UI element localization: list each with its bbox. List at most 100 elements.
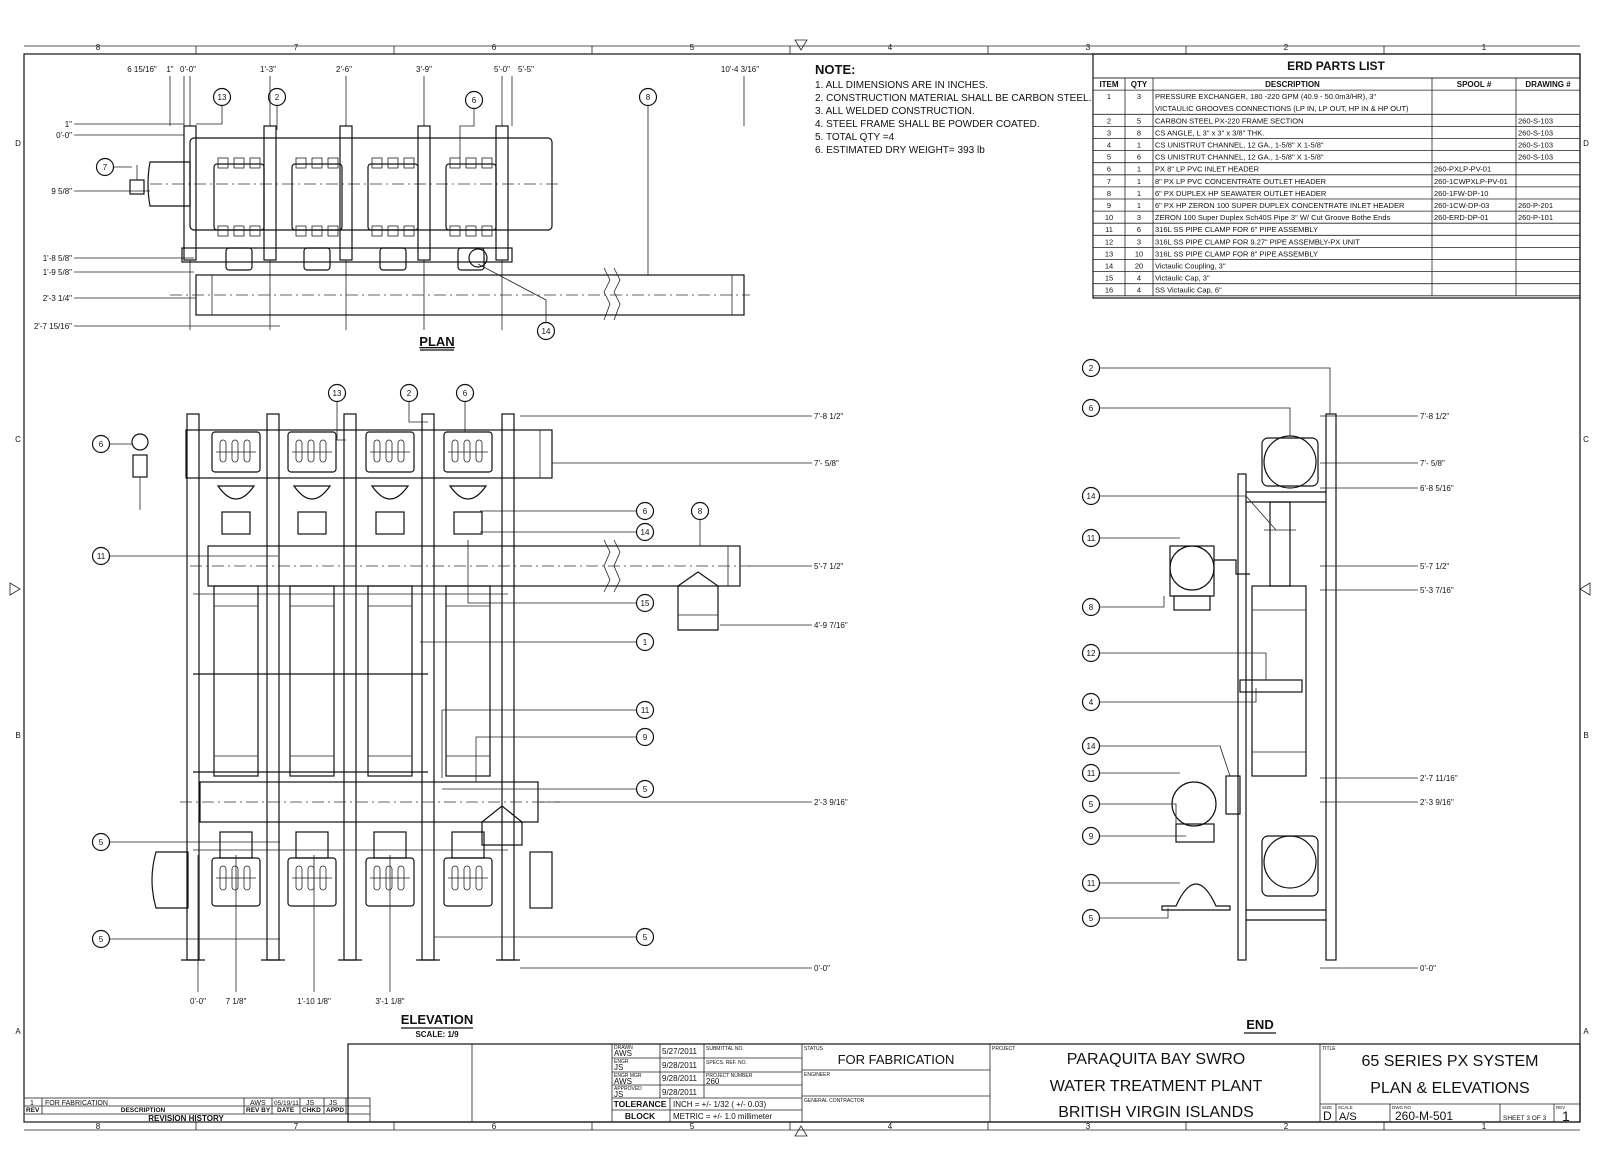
parts-item: 16 (1105, 286, 1113, 295)
end-leader (1100, 688, 1257, 703)
elev-frame-post (186, 413, 200, 961)
tolerance-inch: INCH = +/- 1/32 ( +/- 0.03) (673, 1100, 766, 1109)
end-leader (1100, 407, 1291, 436)
revision-history-title: REVISION HISTORY (148, 1114, 224, 1123)
elev-top-header (185, 429, 553, 479)
elev-right-balloon-5: 5 (643, 785, 648, 794)
engr-mgr-by: AWS (614, 1077, 632, 1086)
end-balloon-6: 6 (1089, 404, 1094, 413)
parts-qty: 6 (1137, 153, 1141, 162)
drawn-date: 5/27/2011 (662, 1047, 698, 1056)
parts-description: 6" PX DUPLEX HP SEAWATER OUTLET HEADER (1155, 189, 1327, 198)
plan-leader (477, 263, 547, 322)
parts-item: 7 (1107, 177, 1111, 186)
end-bottom-header (1263, 835, 1317, 889)
zone-top-6: 6 (492, 43, 497, 52)
plan-leader (459, 109, 475, 158)
elev-clamp-bolt (219, 439, 227, 463)
plan-px-unit (291, 163, 343, 231)
note-4: 4. STEEL FRAME SHALL BE POWDER COATED. (815, 119, 1040, 130)
elev-clamp-bolt (451, 439, 459, 463)
title-block: DRAWN AWS 5/27/2011 ENGR JS 9/28/2011 EN… (347, 1043, 1581, 1124)
elev-px-top-clamp (211, 431, 261, 473)
zone-bottom-2: 2 (1284, 1122, 1289, 1131)
zone-bottom-8: 8 (96, 1122, 101, 1131)
parts-qty: 1 (1137, 165, 1141, 174)
plan-px-coupling (249, 225, 261, 237)
elev-right-dim: 5'-7 1/2" (814, 562, 843, 571)
plan-balloon-6-circle (464, 90, 484, 110)
end-leader (1100, 908, 1169, 919)
plan-top-dim: 3'-9" (416, 65, 432, 74)
plan-balloon-14-circle (536, 321, 556, 341)
elev-right-dim: 0'-0" (814, 964, 830, 973)
parts-description: CARBON STEEL PX-220 FRAME SECTION (1155, 116, 1304, 125)
scale-value: A/S (1339, 1111, 1357, 1123)
parts-drawing: 260-P-101 (1518, 213, 1553, 222)
end-right-dim: 0'-0" (1420, 964, 1436, 973)
elev-px-lower-coupling (373, 831, 407, 859)
plan-balloon-2: 2 (275, 93, 280, 102)
elevation-view: 7'-8 1/2"7'- 5/8"5'-7 1/2"4'-9 7/16"2'-3… (91, 383, 848, 1039)
approved-label: APPROVED (614, 1086, 642, 1092)
submittal-label: SUBMITTAL NO. (706, 1046, 744, 1052)
plan-px-coupling (311, 225, 323, 237)
end-balloon-14-circle (1081, 486, 1101, 506)
elev-top-balloon-13: 13 (333, 389, 342, 398)
plan-left-dim: 9 5/8" (51, 187, 72, 196)
parts-qty: 8 (1137, 128, 1141, 137)
end-balloon-12: 12 (1087, 649, 1096, 658)
rev-row-description: FOR FABRICATION (45, 1100, 108, 1107)
end-balloon-6-circle (1081, 398, 1101, 418)
elev-clamp-bolt (475, 439, 483, 463)
plan-gauge (129, 179, 145, 195)
rev-label: REV (1556, 1105, 1565, 1110)
plan-px-coupling (481, 157, 493, 169)
project-number: 260 (706, 1077, 720, 1086)
parts-description: Victaulic Coupling, 3" (1155, 262, 1226, 271)
elev-right-balloon-11: 11 (641, 706, 650, 715)
elev-top-balloon-2-circle (399, 383, 419, 403)
elev-px-lower-coupling (295, 831, 329, 859)
plan-frame-post (417, 125, 431, 261)
parts-qty: 3 (1137, 213, 1141, 222)
end-balloon-5: 5 (1089, 914, 1094, 923)
parts-qty: 4 (1137, 286, 1141, 295)
plan-end-cap (147, 161, 191, 207)
plan-px-coupling (403, 225, 415, 237)
center-mark-bottom (794, 1125, 808, 1137)
rev-header-description: DESCRIPTION (121, 1107, 166, 1114)
elev-right-dim: 2'-3 9/16" (814, 798, 848, 807)
elev-pressure-gauge (131, 433, 149, 451)
elev-leader (475, 736, 636, 782)
drawn-label: DRAWN (614, 1045, 633, 1051)
elev-leader (336, 402, 346, 441)
parts-description: ZERON 100 Super Duplex Sch40S Pipe 3" W/… (1155, 213, 1391, 222)
plan-balloon-7: 7 (103, 163, 108, 172)
end-right-dim: 2'-3 9/16" (1420, 798, 1454, 807)
end-hp-outlet (1169, 545, 1215, 591)
zone-top-2: 2 (1284, 43, 1289, 52)
parts-item: 12 (1105, 237, 1113, 246)
plan-px-unit (213, 163, 265, 231)
elev-px-elbow (448, 485, 488, 500)
rev-header-date: DATE (277, 1107, 295, 1114)
elev-top-balloon-2: 2 (407, 389, 412, 398)
end-balloon-14-circle (1081, 736, 1101, 756)
end-balloon-9-circle (1081, 826, 1101, 846)
end-leader (1100, 803, 1177, 830)
elev-right-balloon-5: 5 (643, 933, 648, 942)
elev-px-top-clamp (365, 431, 415, 473)
elev-right-balloon-9-circle (635, 727, 655, 747)
plan-px-branch (303, 247, 331, 271)
end-balloon-4-circle (1081, 692, 1101, 712)
parts-header-4: DRAWING # (1525, 80, 1571, 89)
center-mark-left (9, 582, 21, 596)
elev-px-vessel (367, 585, 413, 777)
elev-px-vessel (213, 585, 259, 777)
elev-bottom-dim: 0'-0" (190, 997, 206, 1006)
elev-left-balloon-11: 11 (97, 552, 106, 561)
tolerance-label: TOLERANCE (614, 1099, 667, 1109)
parts-description: 316L SS PIPE CLAMP FOR 8" PIPE ASSEMBLY (1155, 249, 1318, 258)
